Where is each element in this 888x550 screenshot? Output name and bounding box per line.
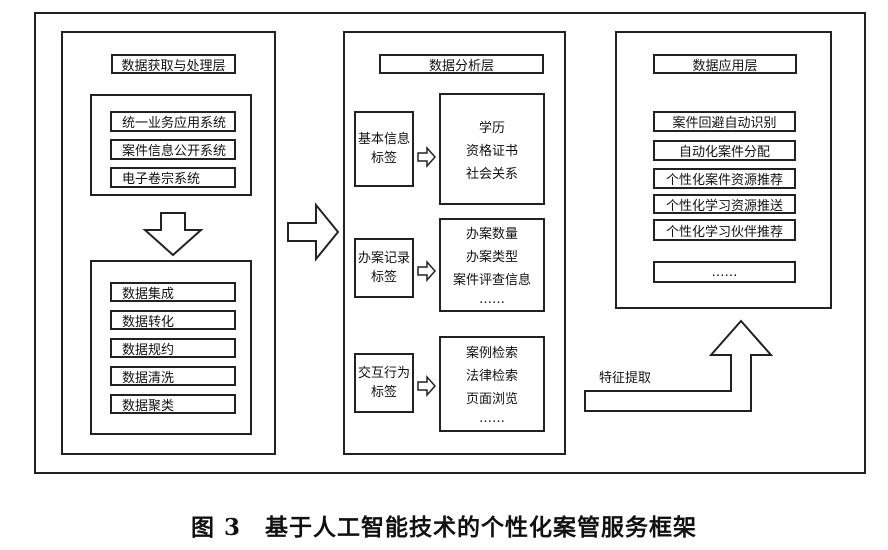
application-item: 个性化学习资源推送: [653, 194, 796, 214]
attribute-item: ……: [479, 292, 505, 307]
application-item: 个性化学习伙伴推荐: [653, 219, 796, 241]
attribute-item: 资格证书: [465, 143, 518, 159]
case-record-attributes: 办案数量 办案类型 案件评查信息 ……: [439, 218, 545, 312]
attribute-item: 案例检索: [465, 346, 518, 361]
application-layer-title: 数据应用层: [653, 54, 797, 74]
attribute-item: 办案类型: [465, 250, 518, 265]
attribute-item: ……: [479, 411, 505, 426]
attribute-item: 学历: [478, 120, 505, 136]
attribute-item: 社会关系: [465, 166, 518, 182]
diagram-frame: [34, 12, 866, 474]
application-item: 个性化案件资源推荐: [653, 168, 796, 189]
small-right-arrow-icon: [417, 260, 437, 282]
attribute-item: 案件评查信息: [452, 273, 531, 288]
application-item: ……: [653, 261, 796, 283]
acquisition-layer-title: 数据获取与处理层: [111, 54, 236, 74]
basic-info-attributes: 学历 资格证书 社会关系: [439, 93, 545, 205]
processing-step-item: 数据规约: [110, 338, 236, 358]
source-system-item: 统一业务应用系统: [110, 111, 236, 132]
processing-step-item: 数据集成: [110, 282, 236, 302]
right-arrow-icon: [287, 202, 340, 262]
up-arrow-icon: [584, 319, 774, 412]
processing-step-item: 数据转化: [110, 310, 236, 330]
application-item: 自动化案件分配: [653, 140, 796, 161]
small-right-arrow-icon: [417, 146, 437, 168]
basic-info-tag: 基本信息标签: [354, 111, 414, 187]
interaction-behavior-tag: 交互行为标签: [354, 353, 414, 413]
interaction-behavior-attributes: 案例检索 法律检索 页面浏览 ……: [439, 336, 545, 432]
processing-step-item: 数据清洗: [110, 366, 236, 386]
figure-caption: 图 3 基于人工智能技术的个性化案管服务框架: [190, 514, 697, 541]
application-item: 案件回避自动识别: [653, 111, 796, 132]
case-record-tag: 办案记录标签: [354, 238, 414, 298]
attribute-item: 办案数量: [465, 227, 518, 242]
processing-step-item: 数据聚类: [110, 394, 236, 414]
analysis-layer-title: 数据分析层: [379, 54, 544, 74]
source-system-item: 电子卷宗系统: [110, 167, 236, 188]
down-arrow-icon: [142, 212, 204, 257]
attribute-item: 法律检索: [465, 369, 518, 384]
source-system-item: 案件信息公开系统: [110, 139, 236, 160]
small-right-arrow-icon: [417, 375, 437, 397]
feature-extraction-label: 特征提取: [599, 371, 652, 386]
attribute-item: 页面浏览: [465, 392, 518, 407]
